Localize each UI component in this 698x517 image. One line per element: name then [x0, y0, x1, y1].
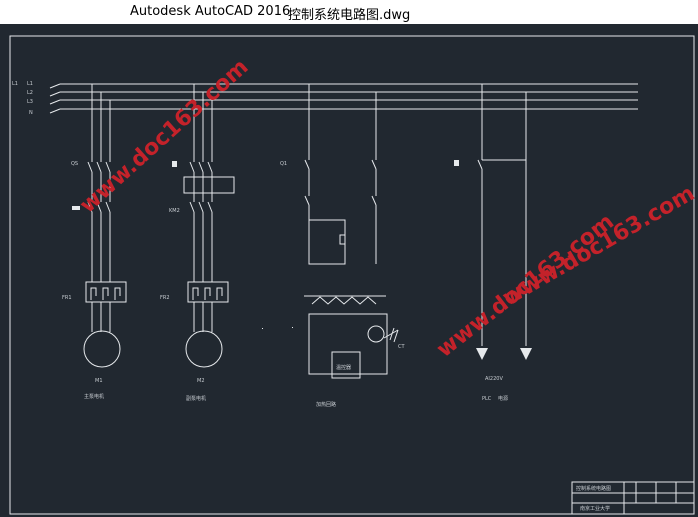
- plc-arrow-left: [476, 348, 488, 360]
- document-title: 控制系统电路图.dwg: [288, 8, 411, 23]
- title-block: [571, 481, 695, 515]
- bus-label-l3: L3: [27, 99, 33, 105]
- label-aux-motor: 副泵电机: [186, 395, 206, 402]
- bus-label-l1: L1: [27, 81, 33, 87]
- label-heating-loop: 加热回路: [316, 401, 336, 408]
- label-m2: M2: [197, 378, 205, 384]
- title-bar: Autodesk AutoCAD 2016 控制系统电路图.dwg: [0, 0, 698, 24]
- drawing-svg: L1 L1 L2 L3 N QS KM2 Q1 FR1 FR2 M1 M2 CT…: [9, 35, 698, 515]
- label-q1: Q1: [280, 161, 287, 167]
- bus-lines: [49, 83, 638, 114]
- marker-plc: [454, 160, 459, 166]
- label-ct: CT: [398, 344, 405, 350]
- label-controller: 温控器: [336, 364, 351, 371]
- motor1-branch: [83, 84, 127, 368]
- plc-arrow-right: [520, 348, 532, 360]
- label-main-motor: 主泵电机: [84, 393, 104, 400]
- bus-label-l2: L2: [27, 90, 33, 96]
- label-ai220v: AI220V: [485, 376, 503, 382]
- bus-label-n: N: [29, 110, 33, 116]
- bus-label-l1-left: L1: [12, 81, 18, 87]
- motor2-branch: [183, 84, 235, 368]
- label-qs: QS: [71, 161, 78, 167]
- title-block-drawing-name: 控制系统电路图: [576, 485, 611, 492]
- label-km2: KM2: [169, 208, 180, 214]
- plc-branch: [477, 84, 527, 346]
- watermark-3: www.doc163.com: [499, 181, 698, 311]
- label-plc: PLC: [482, 396, 492, 402]
- drawing-frame: [9, 35, 695, 515]
- drawing-canvas[interactable]: L1 L1 L2 L3 N QS KM2 Q1 FR1 FR2 M1 M2 CT…: [0, 24, 698, 517]
- app-title: Autodesk AutoCAD 2016: [130, 4, 291, 19]
- label-fr1: FR1: [62, 295, 72, 301]
- label-m1: M1: [95, 378, 103, 384]
- marker-km2: [172, 161, 177, 167]
- label-power: 电源: [498, 395, 508, 402]
- title-block-school: 南京工业大学: [580, 505, 610, 512]
- watermark-1: www.doc163.com: [75, 55, 253, 219]
- marker-qs: [72, 206, 80, 210]
- heating-branch: [304, 84, 399, 379]
- label-fr2: FR2: [160, 295, 170, 301]
